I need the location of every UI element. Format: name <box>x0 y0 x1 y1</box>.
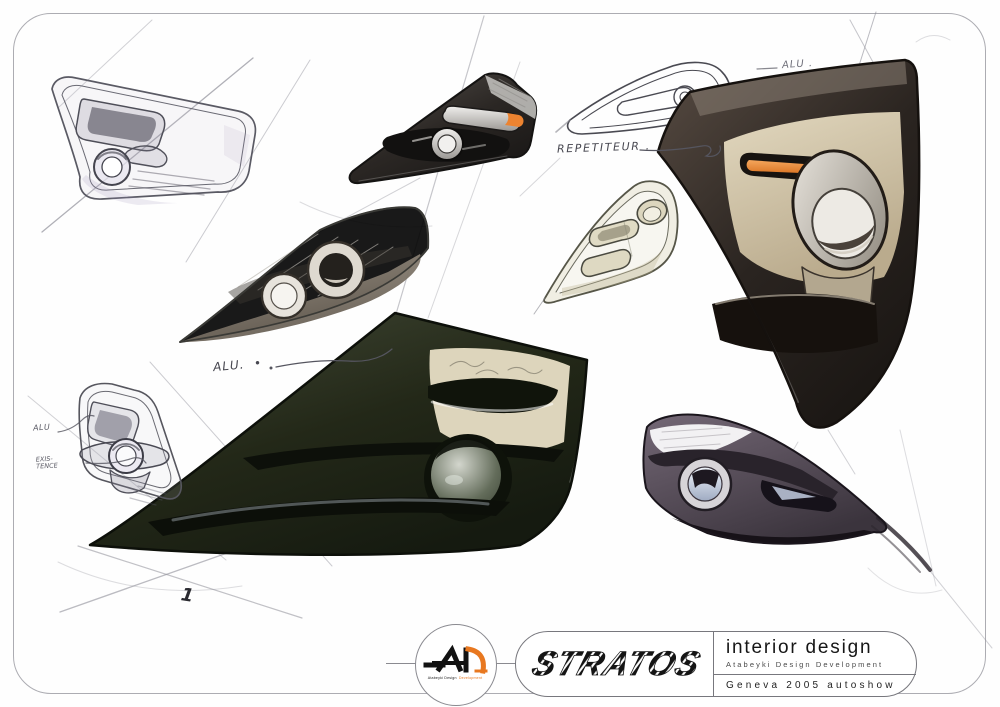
annotation-alu-top-right: ALU . <box>781 57 814 72</box>
brand-name-text: STRATOS <box>527 646 704 683</box>
annotation-existence-line2: TENCE <box>35 461 58 471</box>
page-border-frame <box>13 13 986 694</box>
annotation-alu-left: ALU <box>32 422 51 433</box>
svg-text:Atabeyki Design Develo: Atabeyki Design Development <box>428 676 483 680</box>
annotation-existence: EXIS-TENCE <box>35 455 58 471</box>
title-text-cell: interior design Atabeyki Design Developm… <box>714 632 916 696</box>
studio-name: Atabeyki Design Development <box>726 659 884 669</box>
sketch-door-panel-large-right <box>656 58 921 429</box>
logo-caption-left: Atabeyki Design <box>428 676 457 680</box>
title-block-rule <box>714 673 916 675</box>
ad-monogram-logo: Atabeyki Design Development <box>423 644 488 680</box>
title-block-connector-mid <box>494 663 516 664</box>
sketch-door-panel-pencil-top-left <box>51 76 257 205</box>
sketch-door-panel-purple-bottom-right <box>642 413 932 573</box>
logo-caption-right: Development <box>459 676 482 680</box>
sketch-door-panel-grey-mid-left <box>179 206 430 343</box>
stratos-logo: STRATOS <box>527 645 705 683</box>
studio-logo-badge: Atabeyki Design Development <box>415 624 497 706</box>
event-name: Geneva 2005 autoshow <box>726 679 896 691</box>
sketch-door-panel-pencil-bottom-left <box>78 382 182 506</box>
title-block-divider <box>713 632 714 696</box>
title-block-connector-left <box>386 663 416 664</box>
sketch-door-panel-dark-top-middle <box>348 72 538 185</box>
brand-logo-cell: STRATOS <box>516 632 713 696</box>
sketch-armrest-switch-panel <box>533 180 679 315</box>
sketch-door-panel-green-centre <box>88 311 589 556</box>
project-title: interior design <box>726 636 873 658</box>
title-block: STRATOS interior design Atabeyki Design … <box>515 631 917 697</box>
